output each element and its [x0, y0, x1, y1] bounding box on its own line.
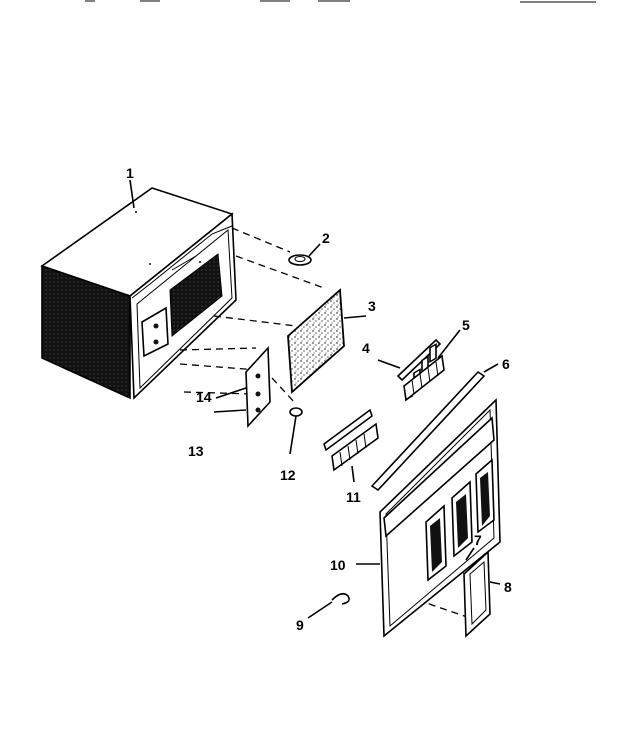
- callout-3: 3: [368, 298, 376, 314]
- callout-1: 1: [126, 165, 134, 181]
- callout-12: 12: [280, 467, 296, 483]
- callout-4: 4: [362, 340, 370, 356]
- callout-2: 2: [322, 230, 330, 246]
- screw-part-12: [289, 407, 303, 455]
- callout-7: 7: [474, 532, 482, 548]
- front-grille-part-10: [356, 398, 501, 638]
- louver-clips-part-11: [323, 408, 379, 483]
- callout-5: 5: [462, 317, 470, 333]
- callout-8: 8: [504, 579, 512, 595]
- header-rule: [85, 0, 596, 3]
- air-filter-part-3: [287, 288, 367, 394]
- control-door-part-8: [463, 547, 501, 638]
- callout-13: 13: [188, 443, 204, 459]
- callout-14: 14: [196, 389, 212, 405]
- callout-6: 6: [502, 356, 510, 372]
- callout-10: 10: [330, 557, 346, 573]
- cabinet-assembly: [40, 187, 237, 400]
- knob-part-2: [288, 243, 321, 266]
- clip-part-9: [307, 592, 350, 619]
- callout-11: 11: [346, 489, 361, 505]
- mounting-bracket-part-13: [213, 346, 271, 428]
- trim-strip-part-6: [370, 363, 499, 492]
- callout-9: 9: [296, 617, 304, 633]
- louver-clips-part-5: [403, 329, 461, 402]
